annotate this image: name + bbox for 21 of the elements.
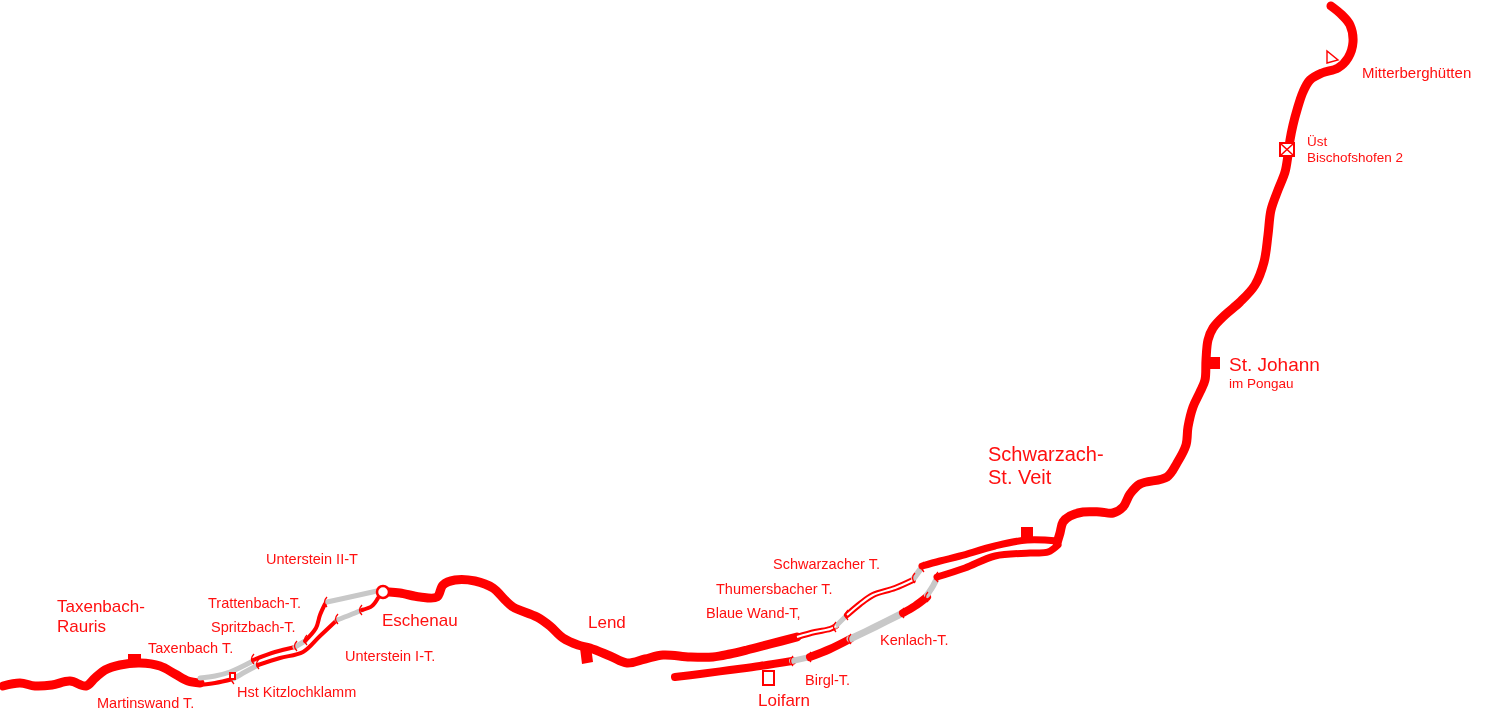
tunnel-label: Spritzbach-T. [211,619,296,636]
tunnel-label: Kenlach-T. [880,632,949,649]
station-label: Schwarzach- St. Veit [988,443,1105,489]
station-label: Lend [588,613,626,633]
station-label: Hst Kitzlochklamm [237,684,357,701]
tunnel-label: Martinswand T. [97,695,195,712]
tunnel-label: Taxenbach T. [148,640,234,657]
station-label: Loifarn [758,691,810,711]
station-label: St. Johann [1229,354,1320,376]
station-label: im Pongau [1229,376,1294,392]
tunnel-label: Unterstein II-T [266,551,358,568]
tunnel-label: Unterstein I-T. [345,648,436,665]
station-label: Taxenbach- Rauris [57,597,146,637]
tunnel-label: Trattenbach-T. [208,595,301,612]
tunnel-label: Schwarzacher T. [773,556,880,573]
tunnel-label: Blaue Wand-T, [706,605,801,622]
station-label: Üst Bischofshofen 2 [1307,134,1405,166]
station-label: Mitterberghütten [1362,64,1472,82]
tunnel-label: Thumersbacher T. [716,581,833,598]
station-label: Eschenau [382,611,458,631]
tunnel-label: Birgl-T. [805,672,851,689]
